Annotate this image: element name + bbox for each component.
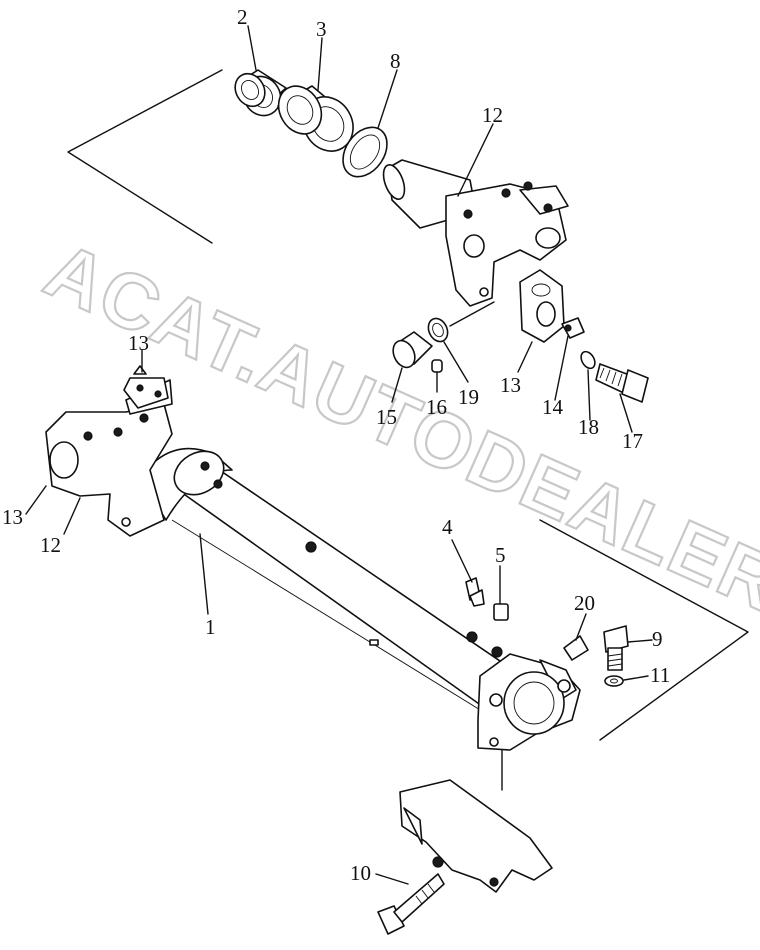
pin-part-16: [431, 359, 443, 373]
plug-part-5: [491, 603, 509, 658]
callout-15: 15: [376, 405, 397, 429]
bolt-part-9: [603, 625, 629, 671]
grease-fitting-part-14: [561, 317, 585, 339]
callout-13-top: 13: [128, 331, 149, 355]
washer-part-11: [604, 675, 624, 687]
callout-13-cap: 13: [500, 373, 521, 397]
callout-16: 16: [426, 395, 447, 419]
bolt-part-10: [377, 856, 445, 935]
callout-12-top: 12: [482, 103, 503, 127]
callout-13-left: 13: [2, 505, 23, 529]
axle-tube-part-1: [139, 447, 523, 717]
bushing-part-2: [234, 69, 287, 117]
callout-2: 2: [237, 5, 248, 29]
bearing-cap-part-13: [519, 269, 565, 343]
leader-lines: [25, 25, 653, 885]
callout-10: 10: [350, 861, 371, 885]
lower-support-bracket: [399, 779, 553, 893]
callout-19: 19: [458, 385, 479, 409]
washer-part-18: [580, 350, 596, 370]
callout-8: 8: [390, 49, 401, 73]
callout-labels: 2 3 8 12 13 13 12 1 4 5 20 9 11 10 13 14…: [2, 5, 670, 885]
spindle-bracket-part-12-top: [382, 159, 569, 307]
seal-ring-part-8: [342, 126, 388, 178]
callout-11: 11: [650, 663, 670, 687]
bolt-part-17: [595, 363, 649, 403]
callout-1: 1: [205, 615, 216, 639]
callout-20: 20: [574, 591, 595, 615]
callout-17: 17: [622, 429, 643, 453]
ring-part-19: [427, 317, 449, 343]
callout-18: 18: [578, 415, 599, 439]
callout-3: 3: [316, 17, 327, 41]
callout-9: 9: [652, 627, 663, 651]
right-bearing-housing: [477, 653, 581, 751]
grease-fitting-part-20: [563, 635, 589, 661]
bushing-part-15: [392, 331, 433, 369]
callout-5: 5: [495, 543, 506, 567]
assembly-guide-lines: [67, 69, 749, 791]
left-cap-part-13: [123, 365, 169, 409]
callout-12-left: 12: [40, 533, 61, 557]
callout-4: 4: [442, 515, 453, 539]
callout-14: 14: [542, 395, 564, 419]
bushing-part-3: [277, 85, 354, 152]
grease-fitting-part-4: [465, 577, 485, 643]
